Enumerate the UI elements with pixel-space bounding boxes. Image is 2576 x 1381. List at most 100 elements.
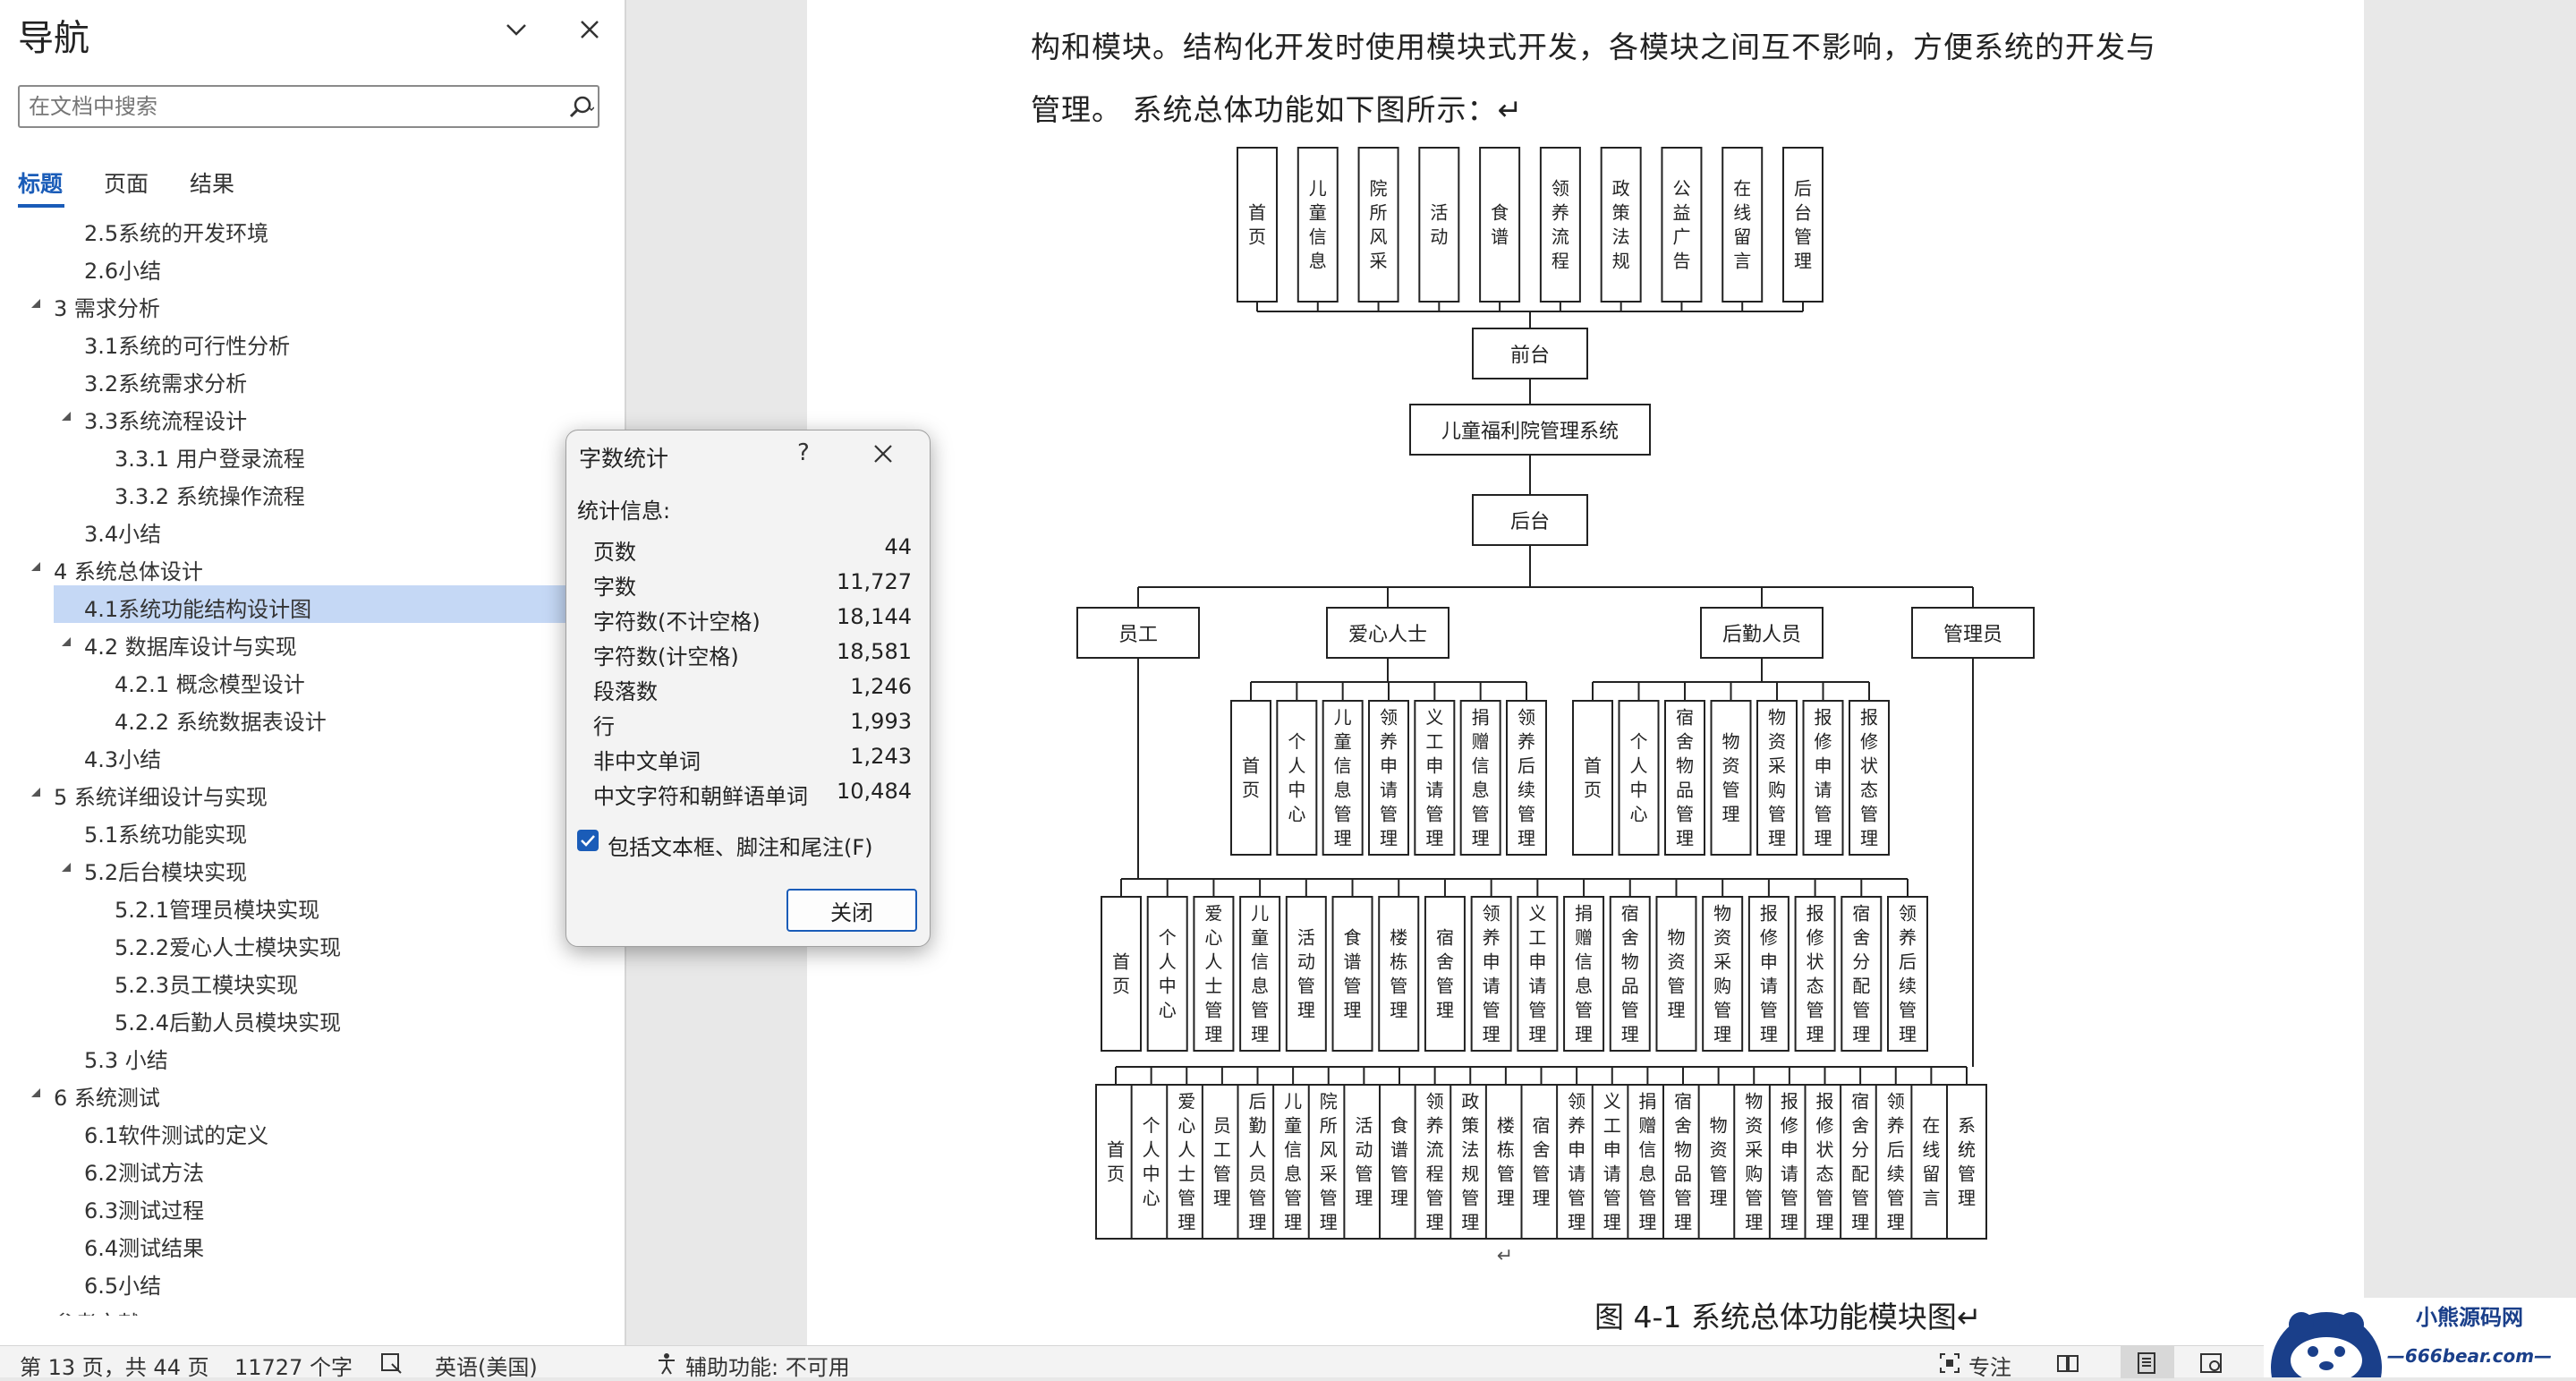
yuangong-item-box <box>1702 896 1744 1052</box>
close-icon[interactable] <box>576 16 603 43</box>
yuangong-item-char: 心 <box>1204 927 1222 949</box>
nav-heading-item[interactable]: 3 需求分析 <box>0 285 625 322</box>
nav-heading-item[interactable]: 6.5小结 <box>0 1262 625 1300</box>
accessibility-icon[interactable] <box>655 1351 678 1375</box>
tab-pages[interactable]: 页面 <box>104 171 149 197</box>
admin-item-char: 管 <box>1249 1188 1267 1209</box>
aixin-item-char: 理 <box>1472 828 1490 849</box>
yuangong-item-char: 采 <box>1713 951 1731 973</box>
nav-heading-item[interactable]: 3.2系统需求分析 <box>0 360 625 397</box>
nav-heading-label: 5 系统详细设计与实现 <box>54 785 268 810</box>
admin-item-char: 理 <box>1426 1212 1444 1233</box>
nav-heading-item[interactable]: 3.3.2 系统操作流程 <box>0 473 625 510</box>
aixin-item-char: 理 <box>1380 828 1398 849</box>
search-box[interactable] <box>18 85 599 128</box>
aixin-item-char: 领 <box>1380 707 1398 729</box>
aixin-item-char: 页 <box>1242 780 1260 801</box>
chevron-down-icon[interactable] <box>503 16 530 43</box>
houqin-item-char: 管 <box>1676 804 1694 825</box>
yuangong-item-box <box>1470 896 1512 1052</box>
nav-heading-item[interactable]: 6.3测试过程 <box>0 1187 625 1224</box>
nav-heading-item[interactable]: 4.3小结 <box>0 736 625 773</box>
nav-heading-item[interactable]: 2.5系统的开发环境 <box>0 215 625 247</box>
tab-results[interactable]: 结果 <box>190 171 235 197</box>
admin-item-box <box>1237 1084 1279 1240</box>
admin-item-char: 信 <box>1638 1139 1656 1161</box>
aixin-item-char: 信 <box>1334 755 1352 777</box>
yuangong-item-char: 领 <box>1899 903 1917 925</box>
expand-triangle-icon[interactable] <box>29 785 43 799</box>
close-button[interactable]: 关闭 <box>786 889 917 932</box>
nav-heading-item[interactable]: 6.4测试结果 <box>0 1224 625 1262</box>
admin-item-char: 管 <box>1638 1188 1656 1209</box>
nav-heading-item[interactable]: 3.3.1 用户登录流程 <box>0 435 625 473</box>
expand-triangle-icon[interactable] <box>59 860 73 874</box>
nav-heading-label: 4 系统总体设计 <box>54 559 203 584</box>
admin-item-char: 申 <box>1603 1139 1621 1161</box>
language[interactable]: 英语(美国) <box>435 1355 538 1380</box>
houqin-item-char: 首 <box>1584 755 1602 777</box>
nav-heading-item[interactable]: 5.2.3员工模块实现 <box>0 961 625 999</box>
print-layout-icon[interactable] <box>2135 1351 2158 1375</box>
yuangong-item-char: 资 <box>1713 927 1731 949</box>
nav-heading-item[interactable]: 4.2.1 概念模型设计 <box>0 661 625 698</box>
read-mode-icon[interactable] <box>2056 1351 2079 1375</box>
admin-item-char: 管 <box>1497 1164 1515 1185</box>
nav-heading-item[interactable]: 4 系统总体设计 <box>0 548 625 585</box>
expand-triangle-icon[interactable] <box>29 296 43 311</box>
nav-heading-item[interactable]: 参考文献 <box>0 1300 625 1316</box>
yuangong-item-box <box>1378 896 1420 1052</box>
nav-heading-item[interactable]: 6.1软件测试的定义 <box>0 1112 625 1149</box>
page-info[interactable]: 第 13 页，共 44 页 <box>20 1355 209 1380</box>
yuangong-item-char: 理 <box>1204 1024 1222 1045</box>
admin-item-char: 舍 <box>1533 1139 1551 1161</box>
proofing-icon[interactable] <box>379 1351 403 1375</box>
nav-heading-item[interactable]: 5.1系统功能实现 <box>0 811 625 848</box>
nav-heading-item[interactable]: 2.6小结 <box>0 247 625 285</box>
yuangong-item-char: 理 <box>1297 1000 1315 1021</box>
tab-headings[interactable]: 标题 <box>18 171 64 197</box>
admin-item-char: 人 <box>1177 1139 1195 1161</box>
focus-icon[interactable] <box>1938 1351 1961 1375</box>
nav-heading-item[interactable]: 5.2后台模块实现 <box>0 848 625 886</box>
nav-heading-item[interactable]: 5.2.4后勤人员模块实现 <box>0 999 625 1036</box>
web-layout-icon[interactable] <box>2199 1351 2223 1375</box>
expand-triangle-icon[interactable] <box>59 409 73 423</box>
yuangong-item-char: 活 <box>1297 927 1315 949</box>
focus-mode[interactable]: 专注 <box>1968 1355 2011 1380</box>
search-icon[interactable] <box>567 94 594 121</box>
stat-label: 字符数(不计空格) <box>593 610 761 635</box>
admin-item-char: 管 <box>1390 1164 1408 1185</box>
yuangong-item-char: 管 <box>1899 1000 1917 1021</box>
help-button[interactable]: ? <box>797 439 810 466</box>
nav-heading-item[interactable]: 3.1系统的可行性分析 <box>0 322 625 360</box>
expand-triangle-icon[interactable] <box>59 635 73 649</box>
admin-item-char: 系 <box>1958 1115 1976 1137</box>
nav-heading-item[interactable]: 3.4小结 <box>0 510 625 548</box>
front-item-char: 政 <box>1612 178 1630 200</box>
nav-heading-item[interactable]: 4.1系统功能结构设计图 <box>0 585 625 623</box>
close-icon[interactable] <box>871 441 896 466</box>
nav-heading-item[interactable]: 4.2.2 系统数据表设计 <box>0 698 625 736</box>
include-textbox-checkbox[interactable] <box>577 830 599 851</box>
nav-heading-item[interactable]: 5.3 小结 <box>0 1036 625 1074</box>
expand-triangle-icon[interactable] <box>29 559 43 574</box>
nav-heading-item[interactable]: 5.2.2爱心人士模块实现 <box>0 924 625 961</box>
nav-heading-item[interactable]: 5.2.1管理员模块实现 <box>0 886 625 924</box>
word-count[interactable]: 11727 个字 <box>234 1355 353 1380</box>
nav-heading-item[interactable]: 5 系统详细设计与实现 <box>0 773 625 811</box>
nav-heading-item[interactable]: 6 系统测试 <box>0 1074 625 1112</box>
nav-heading-item[interactable]: 6.2测试方法 <box>0 1149 625 1187</box>
aixin-item-char: 理 <box>1334 828 1352 849</box>
accessibility-status[interactable]: 辅助功能: 不可用 <box>685 1355 850 1380</box>
yuangong-item-char: 理 <box>1575 1024 1593 1045</box>
expand-triangle-icon[interactable] <box>29 1086 43 1100</box>
yuangong-item-char: 宿 <box>1436 927 1454 949</box>
watermark-logo: 小熊源码网 —666bear.com— <box>2264 1298 2576 1377</box>
houqin-item-char: 状 <box>1860 755 1878 777</box>
nav-heading-item[interactable]: 4.2 数据库设计与实现 <box>0 623 625 661</box>
search-input[interactable] <box>29 92 548 121</box>
nav-heading-item[interactable]: 3.3系统流程设计 <box>0 397 625 435</box>
admin-item-char: 宿 <box>1851 1091 1869 1112</box>
front-item-box <box>1357 147 1399 303</box>
